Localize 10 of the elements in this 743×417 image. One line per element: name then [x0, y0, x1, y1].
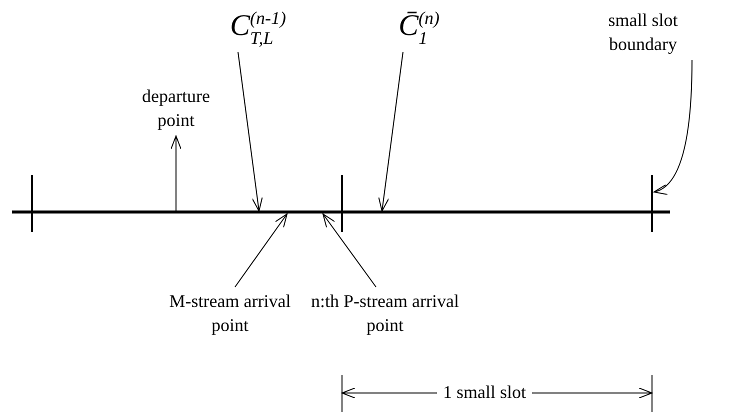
- leader-line: [238, 52, 263, 212]
- annotation-text: n:th P-stream arrival point: [300, 289, 470, 337]
- leader-line: [654, 60, 692, 194]
- arrow: [170, 136, 182, 212]
- annotation-text: departure point: [126, 84, 226, 132]
- leader-line: [234, 214, 288, 288]
- annotation-text: small slot boundary: [583, 8, 703, 56]
- annotation-text: M-stream arrival point: [160, 289, 300, 337]
- leader-line: [322, 214, 376, 288]
- leader-line: [378, 52, 404, 212]
